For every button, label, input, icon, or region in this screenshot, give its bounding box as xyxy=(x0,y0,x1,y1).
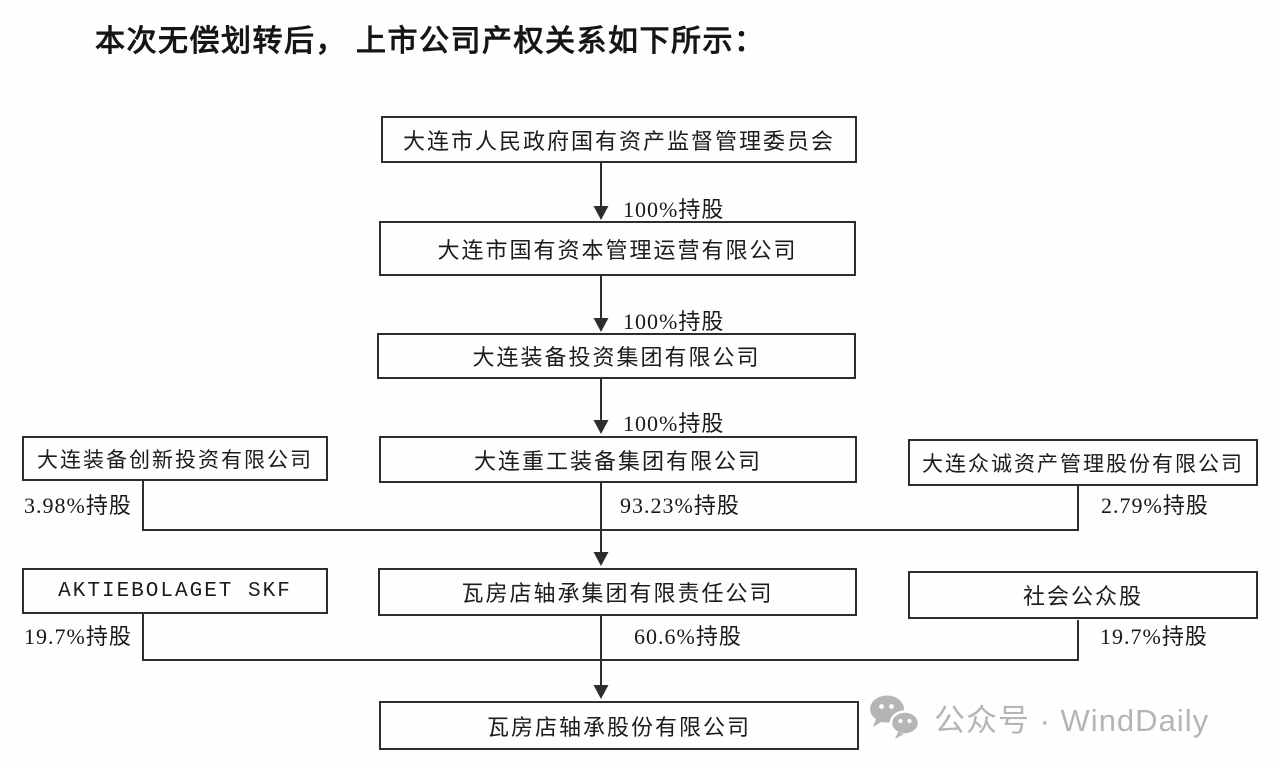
watermark-text: 公众号 · WindDaily xyxy=(934,702,1210,738)
node-equipment-investment: 大连装备投资集团有限公司 xyxy=(377,333,856,379)
edge-label-innovation-to-group: 3.98%持股 xyxy=(24,493,132,518)
node-innovation-investment: 大连装备创新投资有限公司 xyxy=(22,436,328,481)
edge-label-zhongcheng-to-group: 2.79%持股 xyxy=(1101,493,1209,518)
edge-label-skf-to-company: 19.7%持股 xyxy=(24,624,132,649)
node-sasac: 大连市人民政府国有资产监督管理委员会 xyxy=(381,116,857,163)
wechat-icon xyxy=(870,695,921,739)
node-state-capital: 大连市国有资本管理运营有限公司 xyxy=(379,221,856,276)
edge-label-group-to-company: 60.6%持股 xyxy=(634,624,742,649)
arrowhead-icon xyxy=(593,318,609,332)
edge-line-skf-to-company xyxy=(142,614,1079,661)
node-skf: AKTIEBOLAGET SKF xyxy=(22,568,328,614)
edge-label-heavy-to-group: 93.23%持股 xyxy=(620,493,740,518)
edge-line-innovation-to-group xyxy=(142,481,1079,531)
node-public-shareholders: 社会公众股 xyxy=(908,571,1258,619)
edge-label-capital-to-equipment: 100%持股 xyxy=(623,309,725,334)
page-title: 本次无偿划转后， 上市公司产权关系如下所示： xyxy=(95,25,766,58)
edge-label-sasac-to-capital: 100%持股 xyxy=(623,197,725,222)
node-wafangdian-bearing: 瓦房店轴承股份有限公司 xyxy=(379,701,859,750)
edge-label-public-to-company: 19.7%持股 xyxy=(1100,624,1208,649)
arrowhead-icon xyxy=(593,552,609,566)
arrowhead-icon xyxy=(593,685,609,699)
node-wafangdian-group: 瓦房店轴承集团有限责任公司 xyxy=(378,568,857,616)
arrowhead-icon xyxy=(593,420,609,434)
node-zhongcheng-asset: 大连众诚资产管理股份有限公司 xyxy=(908,439,1258,486)
edge-label-equipment-to-heavy: 100%持股 xyxy=(623,411,725,436)
watermark: 公众号 · WindDaily xyxy=(868,694,1209,740)
node-heavy-industry: 大连重工装备集团有限公司 xyxy=(379,436,857,483)
arrowhead-icon xyxy=(593,206,609,220)
